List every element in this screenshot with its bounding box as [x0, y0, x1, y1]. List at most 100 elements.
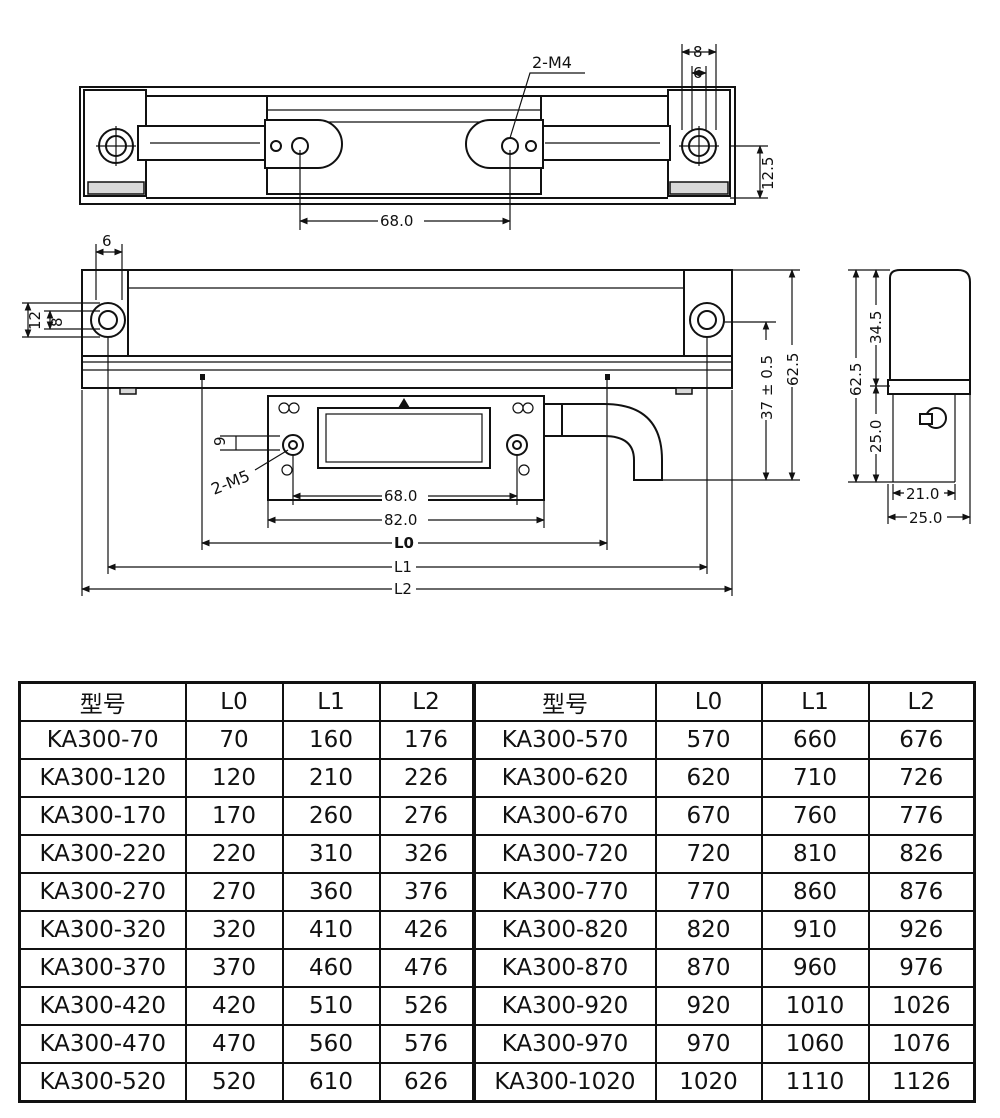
header-model: 型号 — [471, 681, 657, 722]
cell-L0: 370 — [184, 948, 284, 988]
header-L0: L0 — [654, 681, 763, 722]
cell-L1: 960 — [760, 948, 870, 988]
header-L0: L0 — [184, 681, 284, 722]
side-dim-25-w: 25.0 — [909, 509, 942, 527]
cell-model: KA300-520 — [18, 1062, 187, 1103]
cell-L0: 1020 — [654, 1062, 763, 1103]
cell-model: KA300-870 — [471, 948, 657, 988]
front-dim-L1: L1 — [394, 558, 412, 576]
cell-L0: 770 — [654, 872, 763, 912]
front-dim-62-5: 62.5 — [784, 353, 802, 386]
cell-model: KA300-720 — [471, 834, 657, 874]
cell-L1: 310 — [281, 834, 381, 874]
cell-model: KA300-570 — [471, 720, 657, 760]
cell-model: KA300-270 — [18, 872, 187, 912]
header-L1: L1 — [760, 681, 870, 722]
front-dim-8: 8 — [48, 317, 66, 327]
top-dim-12-5: 12.5 — [759, 157, 777, 190]
cell-L1: 210 — [281, 758, 381, 798]
cell-model: KA300-920 — [471, 986, 657, 1026]
cell-L1: 710 — [760, 758, 870, 798]
cell-L0: 320 — [184, 910, 284, 950]
cell-L0: 570 — [654, 720, 763, 760]
cell-L0: 420 — [184, 986, 284, 1026]
front-dim-12: 12 — [26, 311, 44, 330]
cell-L0: 170 — [184, 796, 284, 836]
front-dim-37: 37 ± 0.5 — [758, 355, 776, 420]
cell-L1: 260 — [281, 796, 381, 836]
front-dim-L2: L2 — [394, 580, 412, 598]
cell-model: KA300-970 — [471, 1024, 657, 1064]
cell-L2: 976 — [867, 948, 976, 988]
cell-L2: 426 — [378, 910, 475, 950]
cell-L1: 810 — [760, 834, 870, 874]
cell-L1: 660 — [760, 720, 870, 760]
header-model: 型号 — [18, 681, 187, 722]
side-dim-62-5: 62.5 — [847, 363, 865, 396]
cell-L2: 826 — [867, 834, 976, 874]
cell-L2: 676 — [867, 720, 976, 760]
front-holes-label: 2-M5 — [208, 466, 252, 499]
cell-L2: 476 — [378, 948, 475, 988]
front-dim-82: 82.0 — [384, 511, 417, 529]
cell-model: KA300-420 — [18, 986, 187, 1026]
front-view: 6 12 8 9 2-M5 68.0 82.0 L0 — [22, 232, 802, 598]
cell-L2: 576 — [378, 1024, 475, 1064]
side-dim-25: 25.0 — [867, 420, 885, 453]
cell-L0: 120 — [184, 758, 284, 798]
cell-L1: 560 — [281, 1024, 381, 1064]
cell-L0: 520 — [184, 1062, 284, 1103]
header-L2: L2 — [378, 681, 475, 722]
cell-L0: 270 — [184, 872, 284, 912]
cell-model: KA300-170 — [18, 796, 187, 836]
cell-L1: 1060 — [760, 1024, 870, 1064]
top-dim-6: 6 — [693, 64, 703, 82]
header-L2: L2 — [867, 681, 976, 722]
cell-L0: 720 — [654, 834, 763, 874]
cell-L2: 926 — [867, 910, 976, 950]
cell-L2: 726 — [867, 758, 976, 798]
cell-L2: 326 — [378, 834, 475, 874]
cell-model: KA300-370 — [18, 948, 187, 988]
table-header-row: 型号 L0 L1 L2 型号 L0 L1 L2 — [18, 681, 976, 722]
cell-model: KA300-1020 — [471, 1062, 657, 1103]
front-dim-9: 9 — [211, 436, 229, 446]
top-view: 2-M4 8 6 12.5 68.0 — [79, 43, 777, 230]
side-dim-21: 21.0 — [906, 485, 939, 503]
cell-L1: 360 — [281, 872, 381, 912]
cell-L1: 910 — [760, 910, 870, 950]
cell-L1: 510 — [281, 986, 381, 1026]
cell-model: KA300-470 — [18, 1024, 187, 1064]
cell-model: KA300-670 — [471, 796, 657, 836]
cell-L2: 626 — [378, 1062, 475, 1103]
cell-L1: 610 — [281, 1062, 381, 1103]
cell-L1: 410 — [281, 910, 381, 950]
cell-L1: 1110 — [760, 1062, 870, 1103]
cell-L1: 1010 — [760, 986, 870, 1026]
top-dim-8: 8 — [693, 43, 703, 61]
side-dim-34-5: 34.5 — [867, 311, 885, 344]
cell-model: KA300-320 — [18, 910, 187, 950]
cell-L2: 1026 — [867, 986, 976, 1026]
cell-model: KA300-220 — [18, 834, 187, 874]
side-view: 62.5 34.5 25.0 21.0 25.0 — [847, 269, 971, 527]
cell-L2: 876 — [867, 872, 976, 912]
cell-L2: 226 — [378, 758, 475, 798]
cell-model: KA300-820 — [471, 910, 657, 950]
cell-L1: 760 — [760, 796, 870, 836]
technical-drawing: 2-M4 8 6 12.5 68.0 — [22, 43, 971, 598]
cell-L0: 920 — [654, 986, 763, 1026]
cell-L1: 860 — [760, 872, 870, 912]
cell-L1: 460 — [281, 948, 381, 988]
